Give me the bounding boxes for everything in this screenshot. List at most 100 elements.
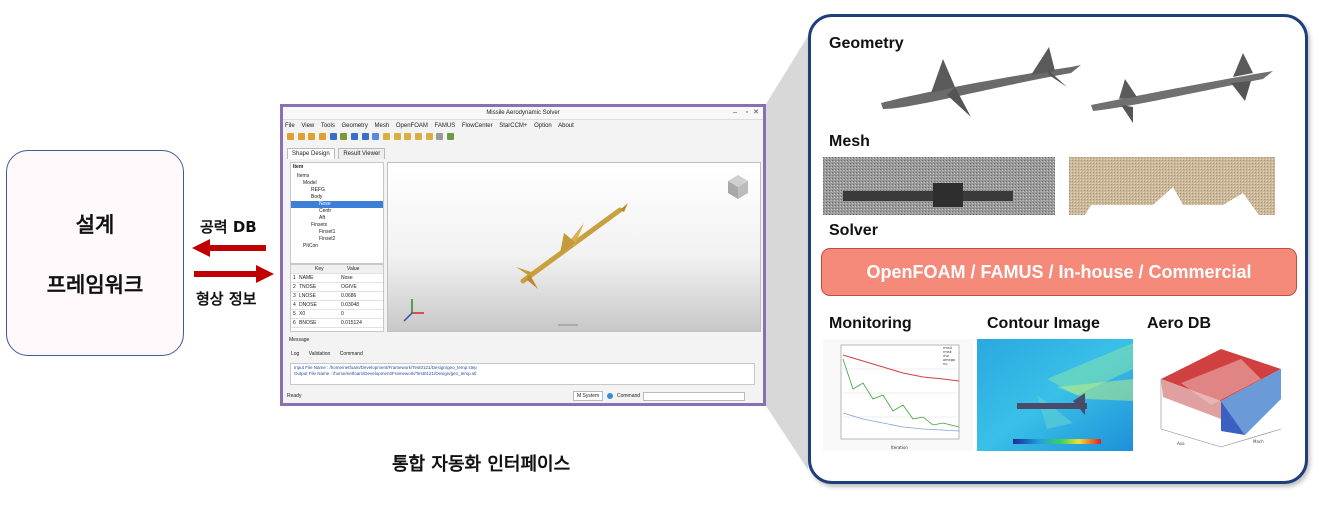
legend-entry: rmsk xyxy=(943,350,953,354)
grid-header: Key Value xyxy=(291,265,383,274)
exchange-arrows xyxy=(192,239,274,283)
table-row[interactable]: 6 BNOSE 0.015124 xyxy=(291,319,383,328)
command-input[interactable] xyxy=(643,392,745,401)
app-caption: 통합 자동화 인터페이스 xyxy=(392,454,571,475)
tree-item[interactable]: Items xyxy=(297,173,310,179)
help-icon[interactable] xyxy=(372,133,380,140)
tree-item-selected[interactable]: Nose xyxy=(291,201,383,208)
row-key: NAME xyxy=(299,275,314,281)
grid-icon[interactable] xyxy=(351,133,359,140)
menu-mesh[interactable]: Mesh xyxy=(374,123,390,129)
main-tabs: Shape Design Result Viewer xyxy=(287,148,387,159)
tab-log[interactable]: Log xyxy=(291,351,300,357)
table-row[interactable]: 3 LNOSE 0.0686 xyxy=(291,292,383,301)
row-value: 0.03048 xyxy=(341,302,360,308)
missile-geometry-images xyxy=(881,47,1273,123)
tree-header: Item xyxy=(293,164,304,170)
tree-item[interactable]: REFG xyxy=(311,187,325,193)
monitoring-title: Monitoring xyxy=(829,315,912,332)
table-row[interactable]: 4 DNOSE 0.03048 xyxy=(291,301,383,310)
legend-entry: omega xyxy=(943,358,955,362)
message-title: Message xyxy=(289,337,310,343)
tree-item[interactable]: Finset2 xyxy=(319,236,336,242)
refresh-icon[interactable] xyxy=(361,133,369,140)
row-number: 6 xyxy=(293,320,296,326)
mesh-image-1 xyxy=(823,157,1055,215)
folder-icon[interactable] xyxy=(319,133,327,140)
tab-result-viewer[interactable]: Result Viewer xyxy=(338,148,386,159)
tab-shape-design[interactable]: Shape Design xyxy=(287,148,335,159)
settings-icon[interactable] xyxy=(447,133,455,140)
property-grid: Key Value 1 NAME Nose 2 TNOSE OGIVE 3 LN… xyxy=(290,264,384,332)
log-line: Input File Name : /home/netfoam/Developm… xyxy=(294,365,477,370)
row-value: Nose xyxy=(341,275,353,281)
close-icon[interactable]: ✕ xyxy=(753,109,759,116)
system-select[interactable]: M System xyxy=(573,391,604,401)
tree-item[interactable]: PitCon xyxy=(303,243,319,249)
menu-about[interactable]: About xyxy=(558,123,574,129)
menu-tools[interactable]: Tools xyxy=(320,123,335,129)
mesh-title: Mesh xyxy=(829,133,870,150)
message-panel: Message Log Validation Command Input Fil… xyxy=(287,337,761,389)
legend-entry: rmsU xyxy=(943,346,953,350)
command-icon xyxy=(607,393,613,399)
open-folder-icon[interactable] xyxy=(287,133,294,140)
legend-entry: rho xyxy=(943,354,949,358)
chart-icon[interactable] xyxy=(393,133,401,140)
status-bar: Ready M System Command xyxy=(285,391,761,401)
chart-icon[interactable] xyxy=(425,133,433,140)
row-key: TNOSE xyxy=(299,284,317,290)
window-titlebar: Missile Aerodynamic Solver xyxy=(283,107,763,120)
table-row[interactable]: 1 NAME Nose xyxy=(291,274,383,283)
solver-title: Solver xyxy=(829,222,878,239)
menu-option[interactable]: Option xyxy=(534,123,552,129)
tree-item[interactable]: Body xyxy=(311,194,323,200)
missile-model-icon xyxy=(516,203,628,289)
row-key: X0 xyxy=(299,311,306,317)
contour-image xyxy=(977,339,1133,451)
tab-validation[interactable]: Validation xyxy=(308,351,331,357)
row-number: 3 xyxy=(293,293,296,299)
monitoring-xlabel: Iteration xyxy=(891,445,908,450)
minimize-icon[interactable]: – xyxy=(733,109,737,116)
menu-openfoam[interactable]: OpenFOAM xyxy=(395,123,428,129)
mesh-icon[interactable] xyxy=(340,133,348,140)
tab-command[interactable]: Command xyxy=(339,351,363,357)
menu-geometry[interactable]: Geometry xyxy=(341,123,368,129)
table-row[interactable]: 5 X0 0 xyxy=(291,310,383,319)
folder-icon[interactable] xyxy=(297,133,305,140)
mach-axis-label: Mach xyxy=(1253,439,1264,444)
menu-file[interactable]: File xyxy=(285,123,295,129)
row-number: 4 xyxy=(293,302,296,308)
export-icon[interactable] xyxy=(329,133,337,140)
zoom-icon[interactable] xyxy=(436,133,444,140)
tree-item[interactable]: Finset1 xyxy=(319,229,336,235)
row-value: 0 xyxy=(341,311,344,317)
tree-item[interactable]: Centr xyxy=(319,208,332,214)
chart-icon[interactable] xyxy=(404,133,412,140)
tree-item[interactable]: Aft xyxy=(319,215,326,221)
chart-icon[interactable] xyxy=(415,133,423,140)
tree-item[interactable]: Model xyxy=(303,180,317,186)
tree-item[interactable]: Finsets xyxy=(311,222,328,228)
row-key: DNOSE xyxy=(299,302,317,308)
geometry-title: Geometry xyxy=(829,35,904,52)
grid-header-value: Value xyxy=(347,266,360,272)
log-output: Input File Name : /home/netfoam/Developm… xyxy=(290,363,755,385)
3d-viewport[interactable] xyxy=(387,162,761,332)
menu-flowcenter[interactable]: FlowCenter xyxy=(461,123,493,129)
window-title: Missile Aerodynamic Solver xyxy=(486,110,560,116)
table-row[interactable]: 2 TNOSE OGIVE xyxy=(291,283,383,292)
folder-icon[interactable] xyxy=(308,133,316,140)
menu-famus[interactable]: FAMUS xyxy=(434,123,456,129)
model-tree: Item Items Model REFG Body Nose Centr Af… xyxy=(290,162,384,264)
mesh-images xyxy=(823,157,1275,215)
menu-view[interactable]: View xyxy=(301,123,315,129)
aero-db-surface: Aoa Mach xyxy=(1160,349,1282,448)
chart-icon[interactable] xyxy=(383,133,391,140)
aero-db-title: Aero DB xyxy=(1147,315,1212,332)
maximize-icon[interactable]: ▫ xyxy=(745,109,748,116)
view-cube-icon xyxy=(728,175,748,199)
menu-starccm[interactable]: StarCCM+ xyxy=(499,123,528,129)
